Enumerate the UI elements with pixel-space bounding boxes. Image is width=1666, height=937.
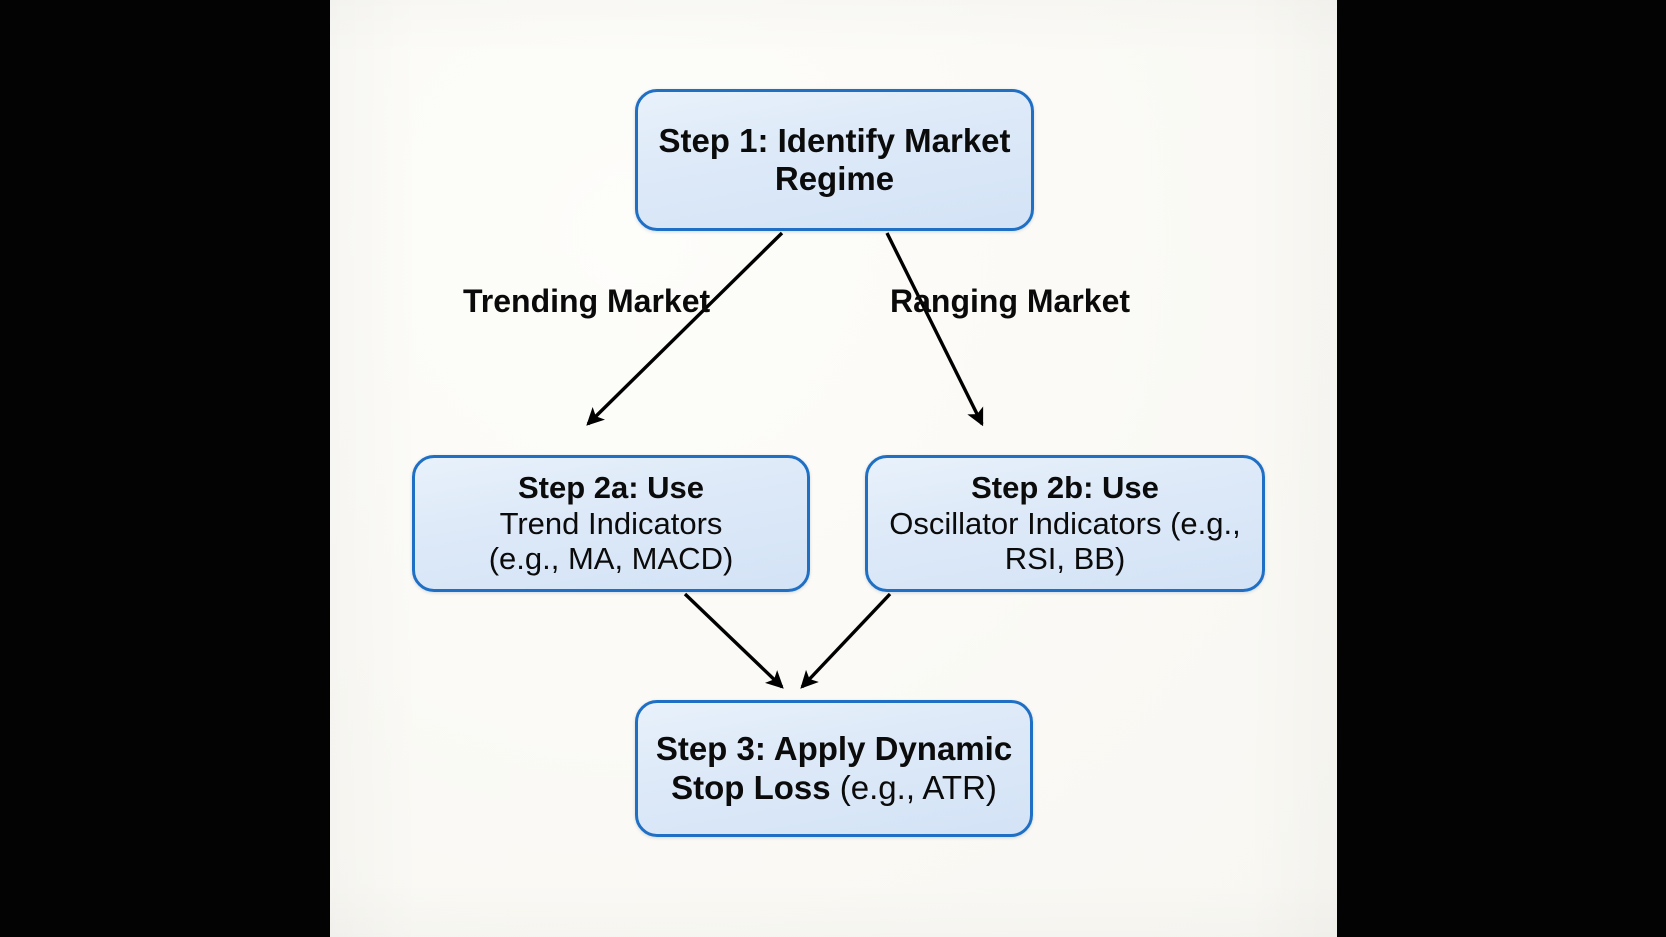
node-step1-text: Step 1: Identify Market Regime xyxy=(656,122,1012,199)
node-step2b-text: Step 2b: Use Oscillator Indicators (e.g.… xyxy=(868,470,1262,578)
node-step2a-line1: Step 2a: Use xyxy=(517,469,705,505)
letterbox-right xyxy=(1337,0,1666,937)
node-step2b-line2: Oscillator Indicators (e.g., xyxy=(889,505,1241,541)
node-step2a-line3: (e.g., MA, MACD) xyxy=(488,541,734,577)
node-step3-line1: Step 3: Apply Dynamic xyxy=(655,730,1013,768)
flowchart-connectors xyxy=(586,231,984,689)
node-step3-line2-regular: (e.g., ATR) xyxy=(839,768,997,806)
node-step3[interactable]: Step 3: Apply Dynamic Stop Loss (e.g., A… xyxy=(635,700,1033,837)
edge-step2a-to-step3 xyxy=(683,592,784,689)
node-step1-line2: Regime xyxy=(774,160,895,197)
diagram-canvas: Step 1: Identify Market Regime Step 2a: … xyxy=(330,0,1337,937)
node-step2b[interactable]: Step 2b: Use Oscillator Indicators (e.g.… xyxy=(865,455,1265,592)
node-step2a-line2: Trend Indicators xyxy=(499,505,723,541)
node-step1-line1: Step 1: Identify Market xyxy=(658,121,1011,159)
letterbox-left xyxy=(0,0,330,937)
edge-label-trending-market: Trending Market xyxy=(463,283,711,319)
edge-step1-to-step2a xyxy=(586,231,784,426)
node-step2b-line1: Step 2b: Use xyxy=(971,469,1159,505)
node-step3-line2-bold: Stop Loss xyxy=(671,768,840,806)
node-step2a-text: Step 2a: Use Trend Indicators (e.g., MA,… xyxy=(487,470,736,578)
node-step2b-line3: RSI, BB) xyxy=(1004,541,1126,577)
node-step3-text: Step 3: Apply Dynamic Stop Loss (e.g., A… xyxy=(654,730,1014,807)
node-step1[interactable]: Step 1: Identify Market Regime xyxy=(635,89,1034,231)
edge-step2b-to-step3 xyxy=(800,592,892,689)
edge-label-ranging-market: Ranging Market xyxy=(890,283,1131,319)
edge-step1-to-step2b xyxy=(885,232,984,427)
node-step2a[interactable]: Step 2a: Use Trend Indicators (e.g., MA,… xyxy=(412,455,810,592)
